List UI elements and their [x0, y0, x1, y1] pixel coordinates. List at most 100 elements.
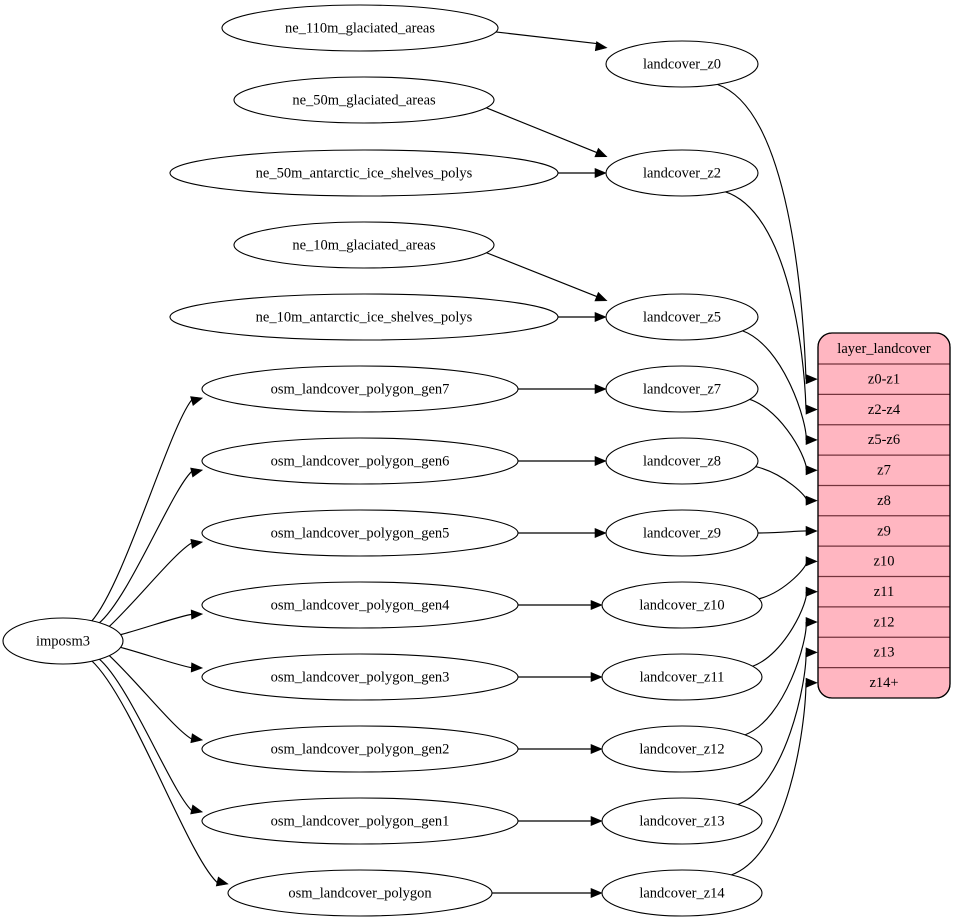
edge-landcover_z2-to-row-z2-z4 — [724, 191, 807, 410]
edge-landcover_z10-to-row-z10 — [757, 560, 808, 600]
edge-osm_landcover_polygon_gen3-to-landcover_z11-arrowhead — [590, 671, 603, 683]
node-osm_landcover_polygon_gen5-shape[interactable] — [201, 509, 519, 557]
node-landcover_z11-shape[interactable] — [601, 653, 763, 701]
node-landcover_z12-shape[interactable] — [601, 725, 763, 773]
node-osm_landcover_polygon_gen4[interactable]: osm_landcover_polygon_gen4 — [201, 581, 519, 629]
node-osm_landcover_polygon_gen7[interactable]: osm_landcover_polygon_gen7 — [201, 365, 519, 413]
node-osm_landcover_polygon_gen2-shape[interactable] — [201, 725, 519, 773]
layer-landcover-table: layer_landcoverz0-z1z2-z4z5-z6z7z8z9z10z… — [817, 332, 951, 699]
node-ne_50m_glaciated_areas-label: ne_50m_glaciated_areas — [292, 92, 436, 108]
layer-landcover-row-z7[interactable]: z7 — [877, 463, 891, 479]
edge-imposm3-to-osm_landcover_polygon_gen4-arrowhead — [190, 609, 204, 620]
node-ne_10m_antarctic_ice_shelves_polys-shape[interactable] — [169, 293, 559, 341]
edge-ne_110m_glaciated_areas-to-landcover_z0 — [492, 30, 597, 45]
nodes-layer: imposm3 ne_110m_glaciated_areas ne_50m_gla… — [2, 4, 763, 917]
layer-landcover-outline — [817, 332, 951, 699]
node-osm_landcover_polygon_gen2[interactable]: osm_landcover_polygon_gen2 — [201, 725, 519, 773]
node-landcover_z13-shape[interactable] — [601, 797, 763, 845]
node-landcover_z9-shape[interactable] — [605, 509, 759, 557]
edge-imposm3-to-osm_landcover_polygon_gen5-arrowhead — [190, 538, 204, 549]
node-ne_10m_glaciated_areas[interactable]: ne_10m_glaciated_areas — [233, 221, 495, 269]
node-landcover_z2-shape[interactable] — [605, 149, 759, 197]
layer-landcover-row-z9[interactable]: z9 — [877, 523, 891, 539]
node-osm_landcover_polygon_gen7-label: osm_landcover_polygon_gen7 — [271, 381, 450, 397]
node-osm_landcover_polygon_gen3-shape[interactable] — [201, 653, 519, 701]
layer-landcover-row-z5-z6[interactable]: z5-z6 — [868, 432, 900, 448]
node-osm_landcover_polygon_gen6-label: osm_landcover_polygon_gen6 — [271, 453, 450, 469]
node-landcover_z5-shape[interactable] — [605, 293, 759, 341]
layer-landcover-row-z0-z1[interactable]: z0-z1 — [868, 372, 900, 388]
node-osm_landcover_polygon_gen5-label: osm_landcover_polygon_gen5 — [271, 525, 450, 541]
edge-ne_50m_glaciated_areas-to-landcover_z2-arrowhead — [594, 147, 608, 158]
edge-ne_10m_glaciated_areas-to-landcover_z5-arrowhead — [594, 291, 608, 302]
edge-imposm3-to-osm_landcover_polygon_gen2 — [107, 653, 194, 741]
node-ne_50m_glaciated_areas[interactable]: ne_50m_glaciated_areas — [233, 76, 495, 124]
node-ne_50m_antarctic_ice_shelves_polys-shape[interactable] — [169, 149, 559, 197]
node-landcover_z2-label: landcover_z2 — [643, 165, 721, 181]
node-ne_50m_glaciated_areas-shape[interactable] — [233, 76, 495, 124]
edge-landcover_z8-to-row-z8-arrowhead — [805, 495, 818, 506]
node-landcover_z14-label: landcover_z14 — [639, 885, 725, 901]
node-landcover_z12[interactable]: landcover_z12 — [601, 725, 763, 773]
node-osm_landcover_polygon_gen1[interactable]: osm_landcover_polygon_gen1 — [201, 797, 519, 845]
node-osm_landcover_polygon-shape[interactable] — [227, 869, 493, 917]
layer-landcover-row-z12[interactable]: z12 — [874, 614, 895, 630]
edge-imposm3-to-osm_landcover_polygon-arrowhead — [215, 876, 229, 887]
node-osm_landcover_polygon_gen4-label: osm_landcover_polygon_gen4 — [271, 597, 451, 613]
node-landcover_z13[interactable]: landcover_z13 — [601, 797, 763, 845]
node-ne_10m_antarctic_ice_shelves_polys[interactable]: ne_10m_antarctic_ice_shelves_polys — [169, 293, 559, 341]
node-osm_landcover_polygon_gen7-shape[interactable] — [201, 365, 519, 413]
node-osm_landcover_polygon_gen6-shape[interactable] — [201, 437, 519, 485]
node-landcover_z0-shape[interactable] — [605, 40, 759, 88]
node-ne_50m_antarctic_ice_shelves_polys[interactable]: ne_50m_antarctic_ice_shelves_polys — [169, 149, 559, 197]
node-landcover_z9[interactable]: landcover_z9 — [605, 509, 759, 557]
node-landcover_z8-label: landcover_z8 — [643, 453, 721, 469]
node-ne_10m_antarctic_ice_shelves_polys-label: ne_10m_antarctic_ice_shelves_polys — [256, 309, 473, 325]
edge-imposm3-to-osm_landcover_polygon_gen7 — [90, 397, 194, 623]
node-landcover_z10[interactable]: landcover_z10 — [601, 581, 763, 629]
layer-landcover-row-z10[interactable]: z10 — [874, 554, 895, 570]
node-landcover_z2[interactable]: landcover_z2 — [605, 149, 759, 197]
node-landcover_z11[interactable]: landcover_z11 — [601, 653, 763, 701]
node-osm_landcover_polygon_gen1-shape[interactable] — [201, 797, 519, 845]
edge-landcover_z12-to-row-z12 — [743, 621, 807, 736]
node-landcover_z8[interactable]: landcover_z8 — [605, 437, 759, 485]
node-landcover_z10-shape[interactable] — [601, 581, 763, 629]
edge-landcover_z5-to-row-z5-z6-arrowhead — [805, 434, 818, 445]
node-osm_landcover_polygon_gen5[interactable]: osm_landcover_polygon_gen5 — [201, 509, 519, 557]
node-ne_10m_glaciated_areas-shape[interactable] — [233, 221, 495, 269]
node-landcover_z14-shape[interactable] — [601, 869, 763, 917]
node-landcover_z7[interactable]: landcover_z7 — [605, 365, 759, 413]
node-landcover_z14[interactable]: landcover_z14 — [601, 869, 763, 917]
layer-landcover-row-z11[interactable]: z11 — [874, 584, 894, 600]
node-ne_110m_glaciated_areas-shape[interactable] — [221, 4, 499, 52]
node-ne_50m_antarctic_ice_shelves_polys-label: ne_50m_antarctic_ice_shelves_polys — [256, 165, 473, 181]
node-imposm3[interactable]: imposm3 — [2, 617, 124, 665]
node-osm_landcover_polygon[interactable]: osm_landcover_polygon — [227, 869, 493, 917]
node-osm_landcover_polygon-label: osm_landcover_polygon — [288, 885, 432, 901]
node-osm_landcover_polygon_gen4-shape[interactable] — [201, 581, 519, 629]
node-osm_landcover_polygon_gen3[interactable]: osm_landcover_polygon_gen3 — [201, 653, 519, 701]
node-osm_landcover_polygon_gen3-label: osm_landcover_polygon_gen3 — [271, 669, 450, 685]
node-osm_landcover_polygon_gen1-label: osm_landcover_polygon_gen1 — [271, 813, 450, 829]
layer-landcover-row-z8[interactable]: z8 — [877, 493, 891, 509]
node-landcover_z0[interactable]: landcover_z0 — [605, 40, 759, 88]
edge-osm_landcover_polygon_gen2-to-landcover_z12-arrowhead — [590, 743, 603, 755]
layer-landcover-row-z14+[interactable]: z14+ — [869, 675, 898, 691]
layer-landcover-row-z13[interactable]: z13 — [874, 645, 895, 661]
edge-ne_10m_antarctic_ice_shelves_polys-to-landcover_z5-arrowhead — [594, 311, 607, 323]
node-landcover_z8-shape[interactable] — [605, 437, 759, 485]
edge-imposm3-to-osm_landcover_polygon_gen1-arrowhead — [190, 804, 204, 815]
edge-imposm3-to-osm_landcover_polygon_gen3 — [116, 645, 194, 669]
edge-osm_landcover_polygon_gen4-to-landcover_z10-arrowhead — [590, 599, 603, 611]
node-osm_landcover_polygon_gen6[interactable]: osm_landcover_polygon_gen6 — [201, 437, 519, 485]
node-landcover_z7-shape[interactable] — [605, 365, 759, 413]
node-ne_10m_glaciated_areas-label: ne_10m_glaciated_areas — [292, 237, 436, 253]
node-imposm3-shape[interactable] — [2, 617, 124, 665]
edge-landcover_z14-to-row-z14+-arrowhead — [805, 677, 818, 688]
edge-imposm3-to-osm_landcover_polygon_gen3-arrowhead — [190, 662, 204, 673]
node-ne_110m_glaciated_areas[interactable]: ne_110m_glaciated_areas — [221, 4, 499, 52]
layer-landcover-row-z2-z4[interactable]: z2-z4 — [868, 402, 901, 418]
node-landcover_z5[interactable]: landcover_z5 — [605, 293, 759, 341]
